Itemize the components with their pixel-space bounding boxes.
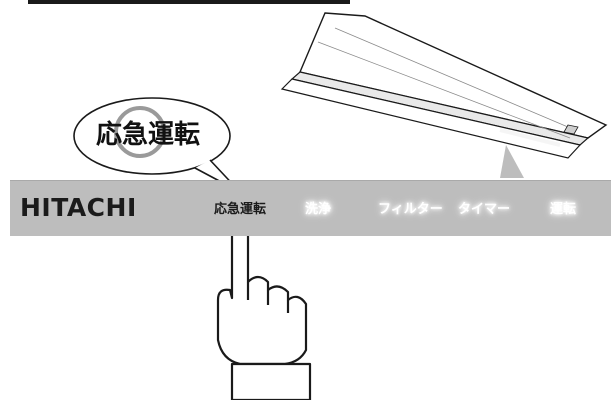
- filter-button[interactable]: フィルター: [378, 202, 443, 217]
- run-button[interactable]: 運転: [550, 202, 577, 217]
- wash-button[interactable]: 洗浄: [305, 202, 332, 217]
- panel-pointer: [500, 145, 524, 178]
- header-rule: [28, 0, 350, 4]
- ceiling-ac-unit-illustration: [280, 12, 608, 159]
- emergency-operation-button[interactable]: 応急運転: [214, 202, 267, 217]
- brand-logo: HITACHI: [20, 193, 137, 222]
- control-panel: [10, 180, 611, 236]
- callout-label: 応急運転: [96, 120, 201, 150]
- timer-button[interactable]: タイマー: [458, 202, 511, 217]
- speech-bubble: [73, 97, 241, 193]
- pointing-hand-icon: [216, 222, 312, 400]
